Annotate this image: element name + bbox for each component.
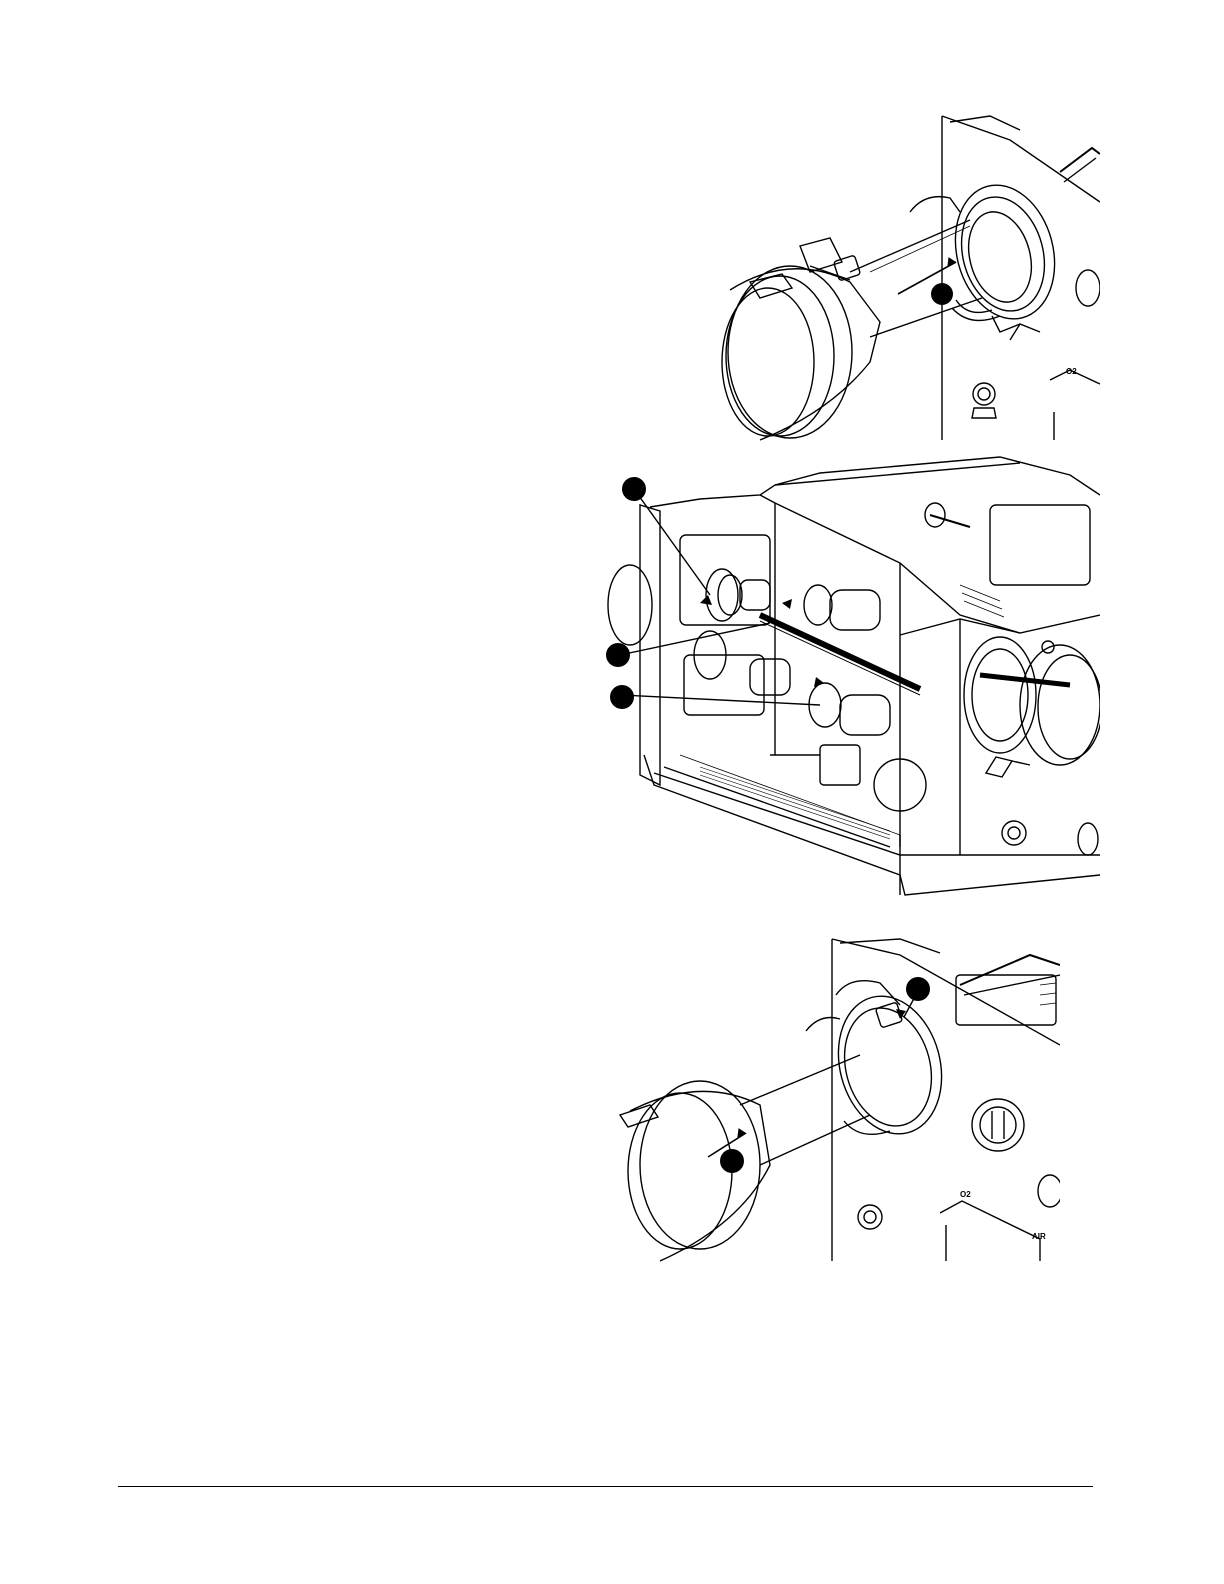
panel-label-o2: O2 [1066, 367, 1077, 376]
hose-connection-top-drawing: O2 [720, 112, 1100, 442]
callout-dot [720, 1149, 744, 1173]
callout-dot [622, 477, 646, 501]
callout-dot [906, 977, 930, 1001]
footer-divider [118, 1486, 1093, 1487]
figure-internal-hoses [600, 455, 1100, 900]
callout-dot [606, 643, 630, 667]
internal-hoses-drawing [600, 455, 1100, 900]
callout-dot [610, 685, 634, 709]
panel-label-o2: O2 [960, 1190, 971, 1199]
figure-hose-connection-top: O2 [720, 112, 1100, 442]
panel-label-air: AIR [1032, 1232, 1046, 1241]
callout-dot [931, 283, 953, 305]
hose-connection-bottom-drawing: O2 AIR [600, 935, 1060, 1265]
figure-hose-connection-bottom: O2 AIR [600, 935, 1060, 1265]
